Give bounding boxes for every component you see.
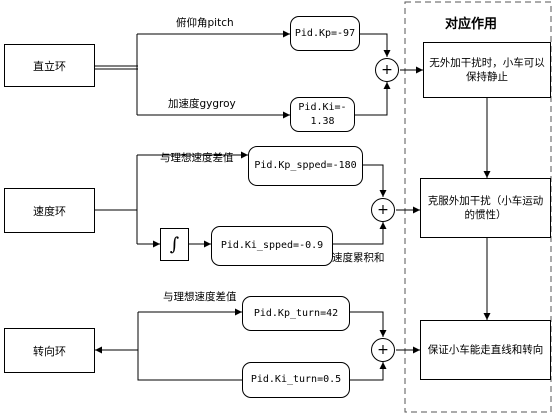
wire-turn-ki-to-sum xyxy=(350,362,387,381)
turn-ki-text: Pid.Ki_turn=0.5 xyxy=(250,374,342,385)
speed-signal-diff: 与理想速度差值 xyxy=(160,152,234,164)
speed-sum-node: + xyxy=(371,198,395,222)
wire-upright-double xyxy=(95,65,138,70)
upright-sum-node: + xyxy=(375,58,399,82)
turn-sum-symbol: + xyxy=(377,342,389,358)
speed-effect-box: 克服外加干扰（小车运动的惯性） xyxy=(420,178,551,238)
turn-kp-box: Pid.Kp_turn=42 xyxy=(242,296,350,331)
turn-loop-box: 转向环 xyxy=(4,328,95,373)
turn-kp-text: Pid.Kp_turn=42 xyxy=(253,307,339,319)
upright-effect-box: 无外加干扰时，小车可以保持静止 xyxy=(423,42,551,98)
turn-signal-diff: 与理想速度差值 xyxy=(163,291,237,303)
turn-sum-node: + xyxy=(371,338,395,362)
upright-ki-text: Pid.Ki=-1.38 xyxy=(298,101,347,127)
upright-kp-box: Pid.Kp=-97 xyxy=(290,16,360,51)
wire-turn-kp-to-sum xyxy=(350,311,387,337)
turn-ki-box: Pid.Ki_turn=0.5 xyxy=(242,362,350,398)
speed-loop-box: 速度环 xyxy=(4,188,95,233)
turn-effect-text: 保证小车能走直线和转向 xyxy=(427,344,544,356)
speed-loop-label: 速度环 xyxy=(33,204,66,218)
effects-panel xyxy=(404,1,552,413)
speed-sum-symbol: + xyxy=(377,202,389,218)
speed-kp-text: Pid.Kp_spped=-180 xyxy=(254,160,357,171)
wire-turn-feedback xyxy=(95,312,242,381)
speed-ki-text: Pid.Ki_spped=-0.9 xyxy=(220,240,324,251)
turn-effect-box: 保证小车能走直线和转向 xyxy=(420,320,551,380)
speed-signal-accum: 速度累积和 xyxy=(332,252,385,264)
speed-effect-text: 克服外加干扰（小车运动的惯性） xyxy=(427,195,544,221)
effects-title: 对应作用 xyxy=(445,17,498,32)
upright-loop-label: 直立环 xyxy=(33,59,66,73)
speed-ki-box: Pid.Ki_spped=-0.9 xyxy=(211,226,333,266)
wire-speed-split xyxy=(95,155,138,244)
upright-loop-box: 直立环 xyxy=(4,44,95,87)
upright-signal-gyro: 加速度gygroy xyxy=(168,98,236,110)
upright-sum-symbol: + xyxy=(381,62,393,78)
turn-loop-label: 转向环 xyxy=(33,344,66,358)
upright-kp-text: Pid.Kp=-97 xyxy=(294,27,356,39)
wire-upright-kp-to-sum xyxy=(360,33,391,57)
upright-signal-pitch: 俯仰角pitch xyxy=(176,17,234,29)
wire-upright-ki-to-sum xyxy=(355,82,391,116)
upright-effect-text: 无外加干扰时，小车可以保持静止 xyxy=(429,57,545,83)
speed-integrator-box: ∫ xyxy=(160,228,189,261)
upright-ki-box: Pid.Ki=-1.38 xyxy=(290,97,355,132)
wire-speed-ki-to-sum xyxy=(333,222,387,245)
integrator-icon: ∫ xyxy=(169,234,180,255)
speed-kp-box: Pid.Kp_spped=-180 xyxy=(248,146,363,186)
wire-speed-kp-to-sum xyxy=(363,164,387,197)
